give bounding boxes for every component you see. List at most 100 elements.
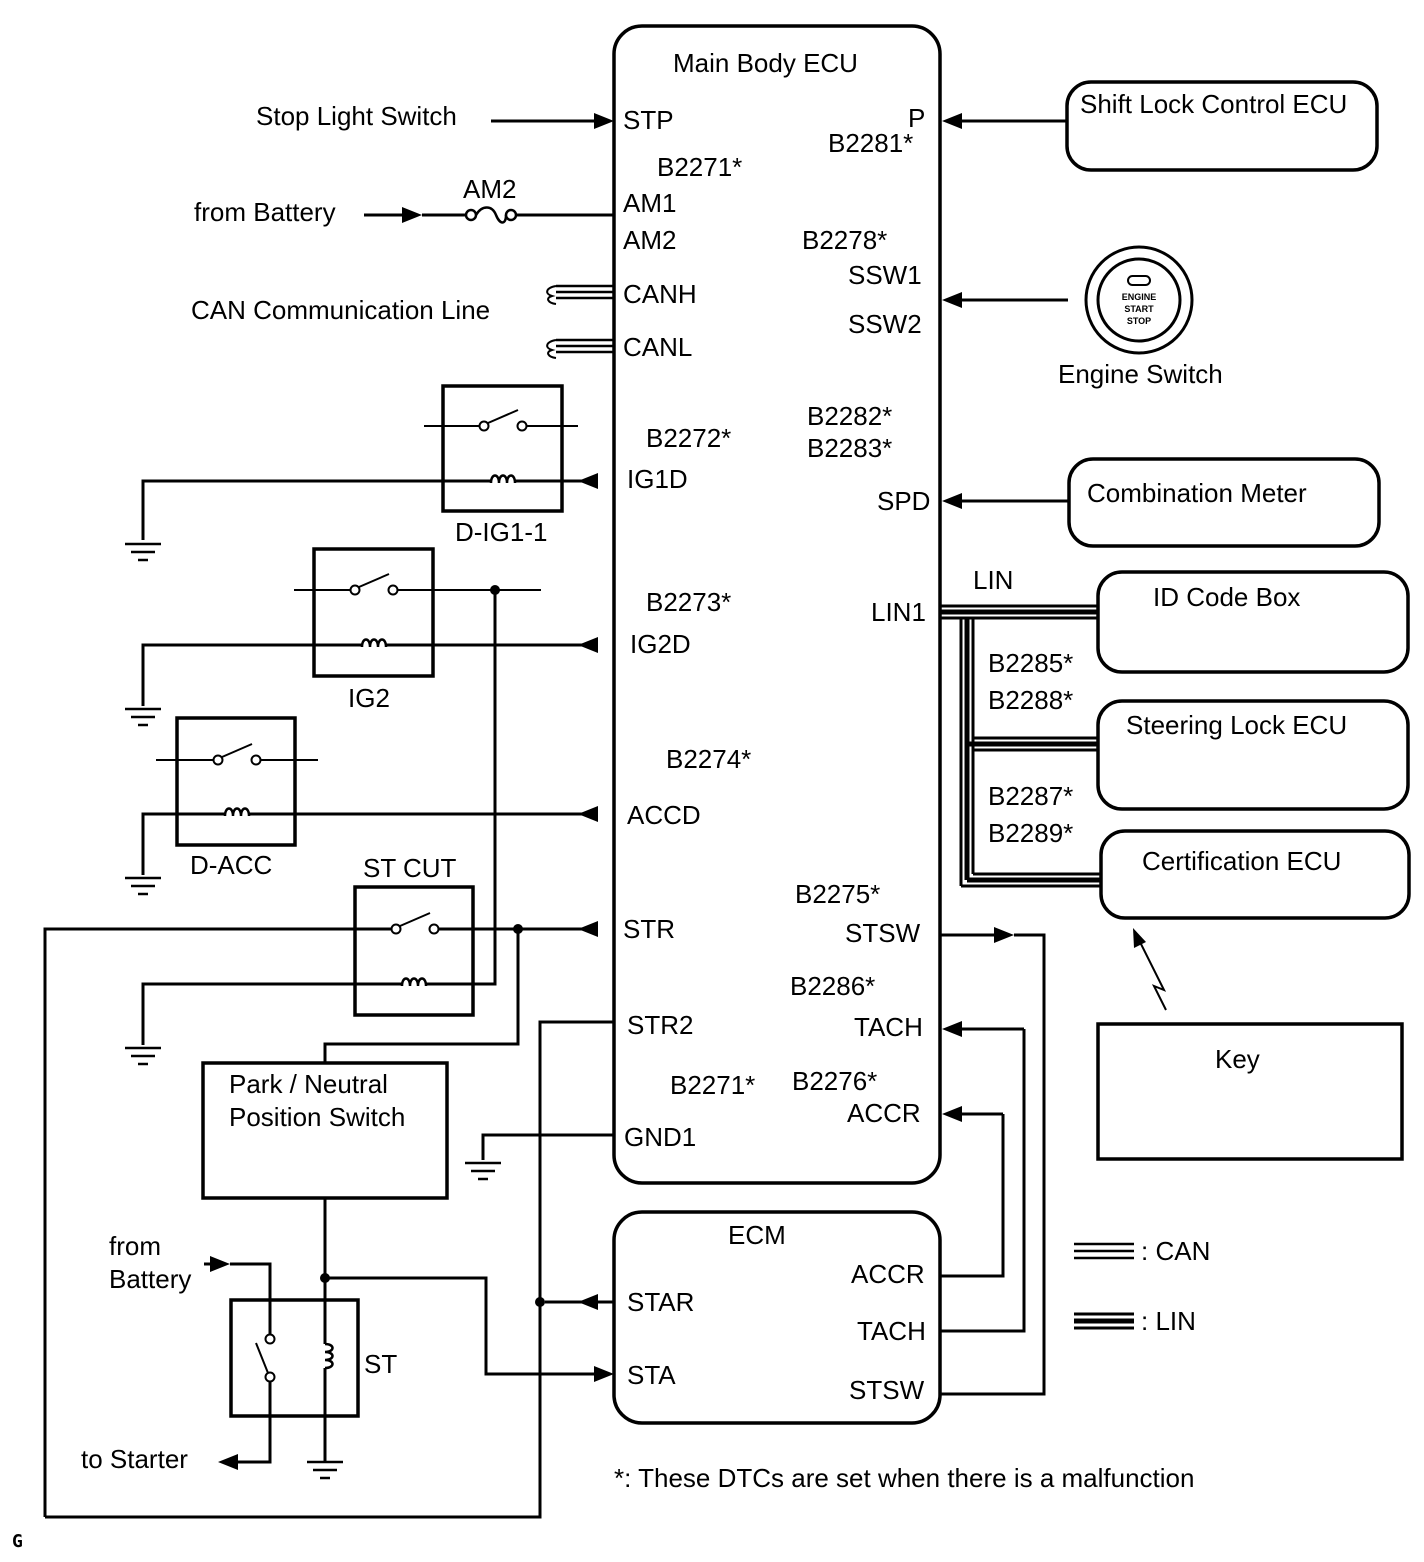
st-coil-icon <box>324 1342 334 1370</box>
st-contact-b <box>264 1371 276 1383</box>
sta-arrow <box>594 1366 614 1382</box>
pin-spd: SPD <box>877 486 930 516</box>
am2-fuse-icon <box>474 206 508 224</box>
legend-lin-symbol <box>1074 1312 1134 1330</box>
tach-arrow <box>942 1021 962 1037</box>
st-switch-blade <box>255 1342 269 1374</box>
dtc-b2272: B2272* <box>646 423 731 453</box>
d-acc-ground-wire <box>141 812 225 875</box>
corner-mark: G <box>12 1531 23 1552</box>
lin-bus <box>940 604 1102 888</box>
to-starter-label: to Starter <box>81 1444 188 1474</box>
st-cut-coil-feed <box>426 590 497 986</box>
shift-lock-ecu-box <box>1065 80 1379 172</box>
d-ig1-contact-b <box>516 420 528 432</box>
stsw-arrow <box>994 927 1014 943</box>
pin-p: P <box>908 103 925 133</box>
str-return-wire <box>43 927 391 1517</box>
st-battery-wire-b <box>230 1262 272 1334</box>
relay-ig2-label: IG2 <box>348 683 390 713</box>
pin-str2: STR2 <box>627 1010 693 1040</box>
lin-dtc-b2287: B2287* <box>988 781 1073 811</box>
st-cut-ground-wire <box>141 982 402 1045</box>
ecm-box <box>612 1210 942 1425</box>
st-from-battery-label-2: Battery <box>109 1264 191 1294</box>
battery-arrow <box>402 207 422 223</box>
pin-ssw2: SSW2 <box>848 309 922 339</box>
pin-gnd1: GND1 <box>624 1122 696 1152</box>
tach-wire-b <box>940 1029 1026 1333</box>
canh-bus <box>546 284 614 305</box>
ecm-pin-tach: TACH <box>857 1316 926 1346</box>
pin-tach: TACH <box>854 1012 923 1042</box>
canl-bus <box>546 338 614 359</box>
star-arrow <box>578 1294 598 1310</box>
pin-lin1: LIN1 <box>871 597 926 627</box>
ecm-pin-accr: ACCR <box>851 1259 925 1289</box>
st-contact-a <box>264 1333 276 1345</box>
st-cut-switch-blade <box>399 912 431 927</box>
pin-am2: AM2 <box>623 225 676 255</box>
engine-button-text-3: STOP <box>1127 316 1151 326</box>
dtc-b2273: B2273* <box>646 587 731 617</box>
ground-icon <box>123 542 163 562</box>
lin-dtc-b2288: B2288* <box>988 685 1073 715</box>
lin-dtc-b2289: B2289* <box>988 818 1073 848</box>
park-neutral-switch-box <box>201 1061 449 1200</box>
accd-arrow <box>578 806 598 822</box>
ig2-ground-wire <box>141 643 362 706</box>
ig2d-arrow <box>578 637 598 653</box>
pin-am1: AM1 <box>623 188 676 218</box>
main-body-ecu-title: Main Body ECU <box>673 48 858 78</box>
str-arrow <box>578 921 598 937</box>
dtc-b2276: B2276* <box>792 1066 877 1096</box>
dtc-b2281: B2281* <box>828 128 913 158</box>
wireless-arrow <box>1133 928 1146 948</box>
st-cut-contact-b <box>428 923 440 935</box>
steering-lock-ecu-box <box>1096 699 1410 811</box>
pin-stsw: STSW <box>845 918 921 948</box>
d-ig1-ground-wire <box>141 479 491 540</box>
d-ig1-switch-blade <box>487 409 519 424</box>
d-acc-switch-blade <box>221 743 253 758</box>
pin-ig1d: IG1D <box>627 464 688 494</box>
engine-button-text-1: ENGINE <box>1122 292 1157 302</box>
id-code-box-label: ID Code Box <box>1153 582 1300 612</box>
stsw-wire-b <box>940 933 1046 1396</box>
engine-switch-label: Engine Switch <box>1058 359 1223 389</box>
fuse-terminal-right <box>504 208 518 222</box>
relay-st-box <box>229 1298 360 1418</box>
ssw-arrow <box>942 292 962 308</box>
st-cut-contact-a <box>390 923 402 935</box>
d-acc-contact-a <box>212 754 224 766</box>
park-neutral-label-2: Position Switch <box>229 1102 405 1132</box>
pn-feed-wire <box>323 929 520 1063</box>
combination-meter-label: Combination Meter <box>1087 478 1307 508</box>
spd-arrow <box>942 493 962 509</box>
st-from-battery-label-1: from <box>109 1231 161 1261</box>
p-arrow <box>942 113 962 129</box>
key-label: Key <box>1215 1044 1260 1074</box>
dtc-b2275: B2275* <box>795 879 880 909</box>
ground-icon <box>123 1046 163 1066</box>
from-battery-label: from Battery <box>194 197 336 227</box>
d-acc-contact-b <box>250 754 262 766</box>
dtc-b2282: B2282* <box>807 401 892 431</box>
relay-st-label: ST <box>364 1349 397 1379</box>
relay-d-ig1-1-box <box>441 384 564 513</box>
footnote: *: These DTCs are set when there is a ma… <box>614 1463 1194 1493</box>
ecm-pin-stsw: STSW <box>849 1375 925 1405</box>
legend-can-symbol <box>1074 1242 1134 1260</box>
str2-wire <box>45 1020 614 1519</box>
relay-d-acc-box <box>175 716 297 847</box>
shift-lock-ecu-label: Shift Lock Control ECU <box>1080 89 1347 119</box>
pin-canh: CANH <box>623 279 697 309</box>
pin-stp: STP <box>623 105 674 135</box>
lin-label: LIN <box>973 565 1013 595</box>
pin-accr: ACCR <box>847 1098 921 1128</box>
relay-st-cut-label: ST CUT <box>363 853 457 883</box>
dtc-b2271-bottom: B2271* <box>670 1070 755 1100</box>
relay-d-acc-label: D-ACC <box>190 850 272 880</box>
relay-ig2-box <box>312 547 435 678</box>
